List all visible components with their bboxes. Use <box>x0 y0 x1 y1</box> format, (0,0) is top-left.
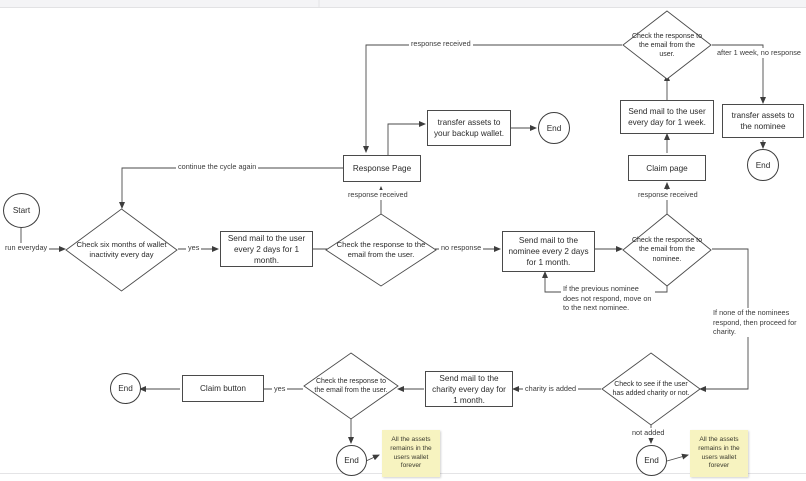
end-node-nominee[interactable]: End <box>747 149 779 181</box>
top-bar-segment-right <box>320 0 806 7</box>
diamond-shape <box>325 213 437 287</box>
diamond-shape <box>622 10 712 80</box>
end-node-backup-label: End <box>546 123 562 133</box>
end-node-backup[interactable]: End <box>538 112 570 144</box>
decision-check-response-user-bottom-label: Check the response to the email from the… <box>314 377 388 394</box>
decision-check-response-user-bottom[interactable]: Check the response to the email from the… <box>303 352 399 420</box>
edge-label-yes-six-months: yes <box>186 243 202 253</box>
process-transfer-to-nominee-label: transfer assets to the nominee <box>731 111 795 131</box>
end-node-nominee-label: End <box>755 160 771 170</box>
edge-label-none-of-nominees: If none of the nominees respond, then pr… <box>711 308 801 337</box>
diamond-shape <box>65 208 178 292</box>
decision-check-response-nominee[interactable]: Check the response to the email from the… <box>622 213 712 287</box>
process-send-mail-nominee-2days-label: Send mail to the nominee every 2 days fo… <box>508 236 589 267</box>
decision-check-response-user-1-label: Check the response to the email from the… <box>336 240 426 259</box>
diamond-shape <box>622 213 712 287</box>
process-claim-button[interactable]: Claim button <box>182 375 264 402</box>
start-node[interactable]: Start <box>3 193 40 228</box>
wire-end-note-middle <box>365 454 380 462</box>
end-node-charity-no-response[interactable]: End <box>336 445 367 476</box>
process-transfer-backup-wallet-label: transfer assets to your backup wallet. <box>433 118 505 138</box>
process-claim-button-label: Claim button <box>200 384 246 393</box>
edge-label-run-everyday: run everyday <box>3 243 50 253</box>
process-response-page-label: Response Page <box>352 164 412 173</box>
end-node-claim[interactable]: End <box>110 373 141 404</box>
process-send-mail-user-daily-week-label: Send mail to the user every day for 1 we… <box>628 107 706 127</box>
decision-check-response-user-top[interactable]: Check the response to the email from the… <box>622 10 712 80</box>
sticky-note-not-added: All the assets remains in the users wall… <box>690 430 748 477</box>
decision-check-six-months[interactable]: Check six months of wallet inactivity ev… <box>65 208 178 292</box>
process-send-mail-user-daily-week[interactable]: Send mail to the user every day for 1 we… <box>620 100 714 134</box>
wire-end-note-right <box>666 453 689 462</box>
edge-label-not-added: not added <box>630 428 667 438</box>
process-claim-page-label: Claim page <box>646 163 688 173</box>
edge-label-yes-claim: yes <box>272 384 288 394</box>
decision-check-response-nominee-label: Check the response to the email from the… <box>631 237 703 263</box>
sticky-note-not-added-text: All the assets remains in the users wall… <box>698 436 740 470</box>
process-send-mail-nominee-2days[interactable]: Send mail to the nominee every 2 days fo… <box>502 231 595 272</box>
process-send-mail-user-2days[interactable]: Send mail to the user every 2 days for 1… <box>220 231 313 267</box>
edge-label-response-received-user-1: response received <box>346 190 410 200</box>
wire-responsepage-transferbackup <box>387 121 426 155</box>
process-transfer-backup-wallet[interactable]: transfer assets to your backup wallet. <box>427 110 511 146</box>
end-node-not-added-label: End <box>644 456 659 465</box>
end-node-not-added[interactable]: End <box>636 445 667 476</box>
sticky-note-charity-no-response-text: All the assets remains in the users wall… <box>390 436 432 470</box>
edge-label-response-received-claim: response received <box>636 190 700 200</box>
decision-check-six-months-label: Check six months of wallet inactivity ev… <box>76 240 167 259</box>
edge-label-continue-cycle: continue the cycle again <box>176 162 259 172</box>
edge-label-response-received-top: response received <box>409 39 473 49</box>
start-label: Start <box>12 206 31 215</box>
edge-label-charity-is-added: charity is added <box>523 384 579 394</box>
sticky-note-charity-no-response: All the assets remains in the users wall… <box>382 430 440 477</box>
top-bar-segment-left <box>0 0 318 7</box>
diamond-shape <box>303 352 399 420</box>
process-send-mail-charity-label: Send mail to the charity every day for 1… <box>432 373 506 405</box>
end-node-claim-label: End <box>118 384 133 393</box>
wire-continue-cycle <box>119 167 343 209</box>
window-top-bar <box>0 0 806 8</box>
process-send-mail-charity[interactable]: Send mail to the charity every day for 1… <box>425 371 513 407</box>
edge-label-no-response-user-1: no response <box>439 243 484 253</box>
decision-check-charity-added[interactable]: Check to see if the user has added chari… <box>601 352 701 426</box>
edge-label-previous-nominee: If the previous nominee does not respond… <box>561 284 655 313</box>
process-send-mail-user-2days-label: Send mail to the user every 2 days for 1… <box>227 233 306 265</box>
edge-label-after-week-no-response: after 1 week, no response <box>715 48 803 58</box>
diamond-shape <box>601 352 701 426</box>
decision-check-response-user-top-label: Check the response to the email from the… <box>631 32 703 58</box>
decision-check-charity-added-label: Check to see if the user has added chari… <box>612 380 690 397</box>
decision-check-response-user-1[interactable]: Check the response to the email from the… <box>325 213 437 287</box>
process-response-page[interactable]: Response Page <box>343 155 421 182</box>
process-transfer-to-nominee[interactable]: transfer assets to the nominee <box>722 104 804 138</box>
end-node-charity-no-response-label: End <box>344 456 359 465</box>
process-claim-page[interactable]: Claim page <box>628 155 706 181</box>
